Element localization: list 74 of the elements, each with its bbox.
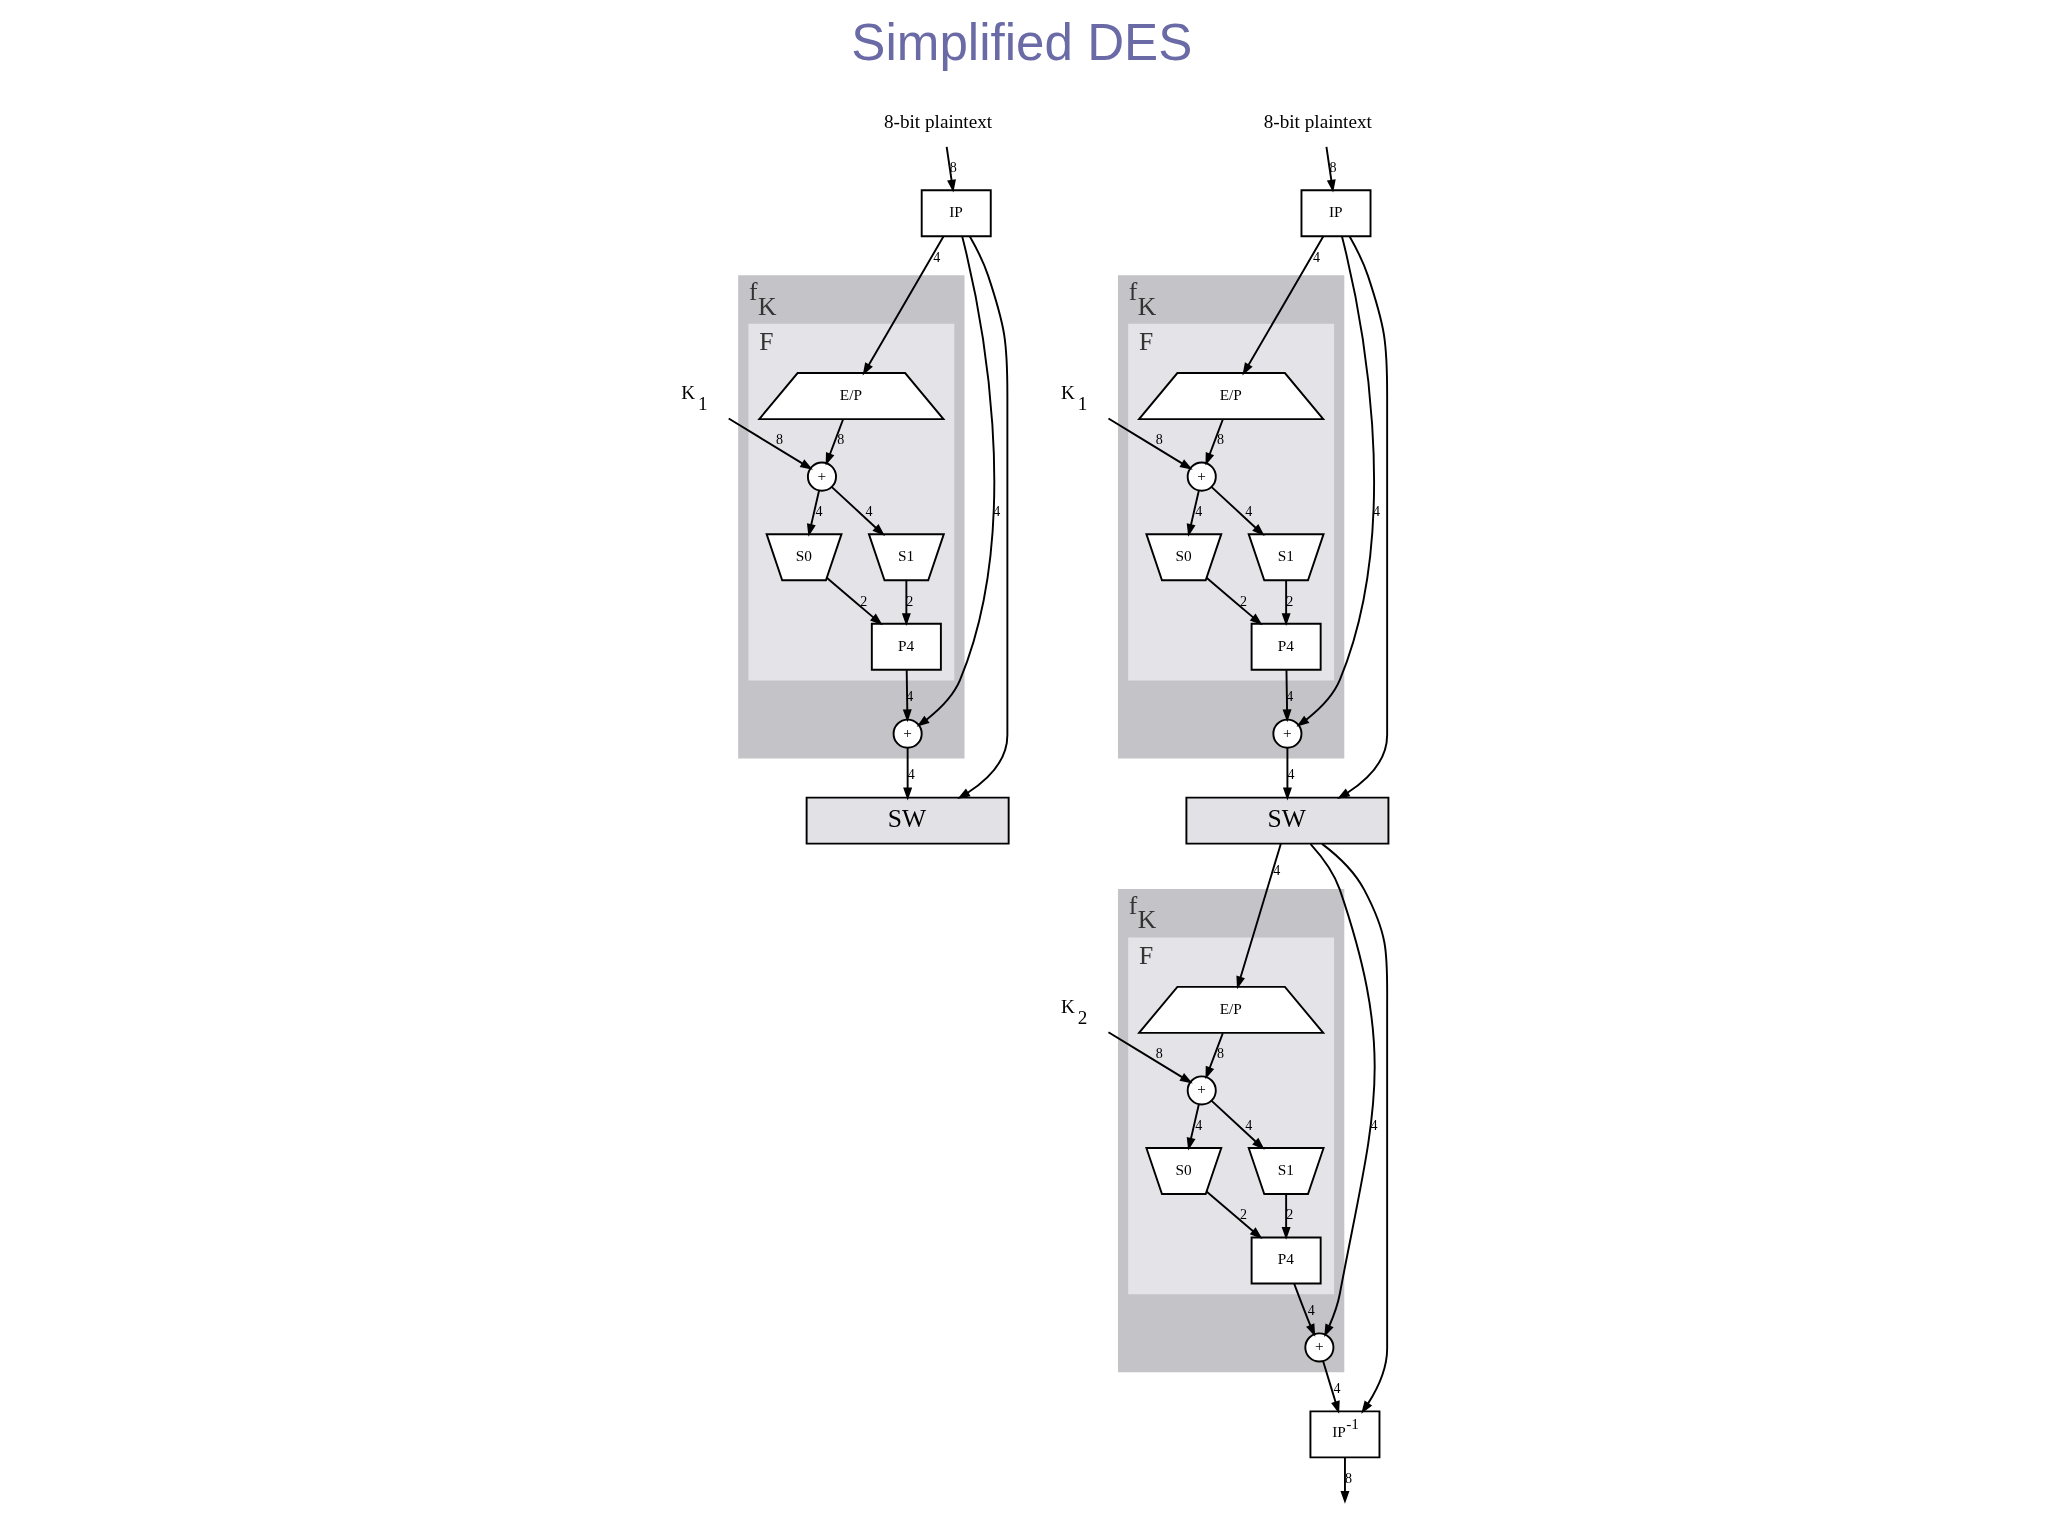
edge-label: 4 <box>1370 1116 1378 1133</box>
edge-label: 2 <box>1286 1206 1294 1223</box>
arrow <box>1322 1360 1340 1414</box>
edge-label: 8 <box>1217 1045 1225 1062</box>
arrow <box>806 489 821 537</box>
edge-label: 8 <box>1155 1045 1163 1062</box>
edge-label: 8 <box>1329 159 1337 176</box>
arrow <box>1236 842 1282 990</box>
arrow <box>1242 235 1325 376</box>
node-box: IP <box>1300 189 1372 238</box>
arrow <box>957 235 1009 800</box>
edge-label: 4 <box>1245 503 1253 520</box>
node-box: SW <box>1185 796 1390 845</box>
arrow <box>1281 1193 1291 1240</box>
node-circle: + <box>1272 718 1303 749</box>
arrow <box>1210 1099 1265 1150</box>
edge-label: 8 <box>775 431 783 448</box>
edge-label: 4 <box>993 503 1001 520</box>
edge-label: 4 <box>1312 248 1321 265</box>
node-circle: + <box>1186 461 1217 492</box>
arrow <box>1309 843 1376 1338</box>
edge-label: 4 <box>1195 1116 1203 1133</box>
edge-label: 4 <box>1373 503 1381 520</box>
edge-label: 4 <box>1333 1380 1341 1397</box>
arrow <box>830 485 885 537</box>
edge-label: 4 <box>1195 503 1203 520</box>
node-text: 8-bit plaintext <box>1263 111 1372 133</box>
arrow <box>1293 1282 1316 1337</box>
node-box: P4 <box>1250 1236 1322 1285</box>
edge-label: 4 <box>865 503 873 520</box>
node-circle: + <box>1304 1332 1335 1363</box>
node-circle: + <box>1186 1075 1217 1106</box>
node-box: P4 <box>1250 622 1322 671</box>
arrow <box>1205 576 1263 626</box>
arrow <box>1325 146 1336 193</box>
arrow <box>862 235 945 376</box>
edge-label: 8 <box>1155 431 1163 448</box>
edge-label: 2 <box>1240 592 1248 609</box>
edge-label: 4 <box>1287 766 1295 783</box>
node-box: P4 <box>870 622 942 671</box>
edge-label: 4 <box>815 503 823 520</box>
edge-label: 2 <box>1286 592 1294 609</box>
edge-label: 8 <box>837 431 845 448</box>
arrow <box>1321 842 1389 1414</box>
edge-label: 4 <box>933 248 941 265</box>
edge-label: 2 <box>860 592 868 609</box>
edge-label: 2 <box>1240 1206 1248 1223</box>
arrow <box>1282 746 1292 801</box>
arrow <box>1337 235 1389 800</box>
arrow <box>1205 1190 1263 1240</box>
node-box: IP <box>920 189 992 238</box>
arrow <box>825 576 883 626</box>
arrow <box>916 235 996 727</box>
edge-label: 8 <box>1217 431 1225 448</box>
edge-label: 8 <box>949 159 957 176</box>
arrow <box>1205 1032 1224 1080</box>
node-text: 8-bit plaintext <box>883 111 993 133</box>
arrow <box>1281 579 1291 627</box>
edge-label: 2 <box>906 592 914 609</box>
edge-label: 4 <box>1245 1116 1253 1133</box>
arrow <box>901 579 911 627</box>
arrow <box>1210 485 1265 537</box>
arrow <box>1186 489 1200 537</box>
node-box: SW <box>805 796 1010 845</box>
arrow <box>1296 235 1375 727</box>
arrow <box>1205 418 1224 466</box>
arrow <box>825 418 844 466</box>
arrow <box>945 146 956 193</box>
node-circle: + <box>892 718 923 749</box>
edge-label: 4 <box>1307 1302 1315 1319</box>
edge-label: 4 <box>1273 862 1281 879</box>
arrow <box>1186 1103 1200 1151</box>
diagram-title: Simplified DES <box>851 13 1193 71</box>
node-circle: + <box>806 461 837 492</box>
